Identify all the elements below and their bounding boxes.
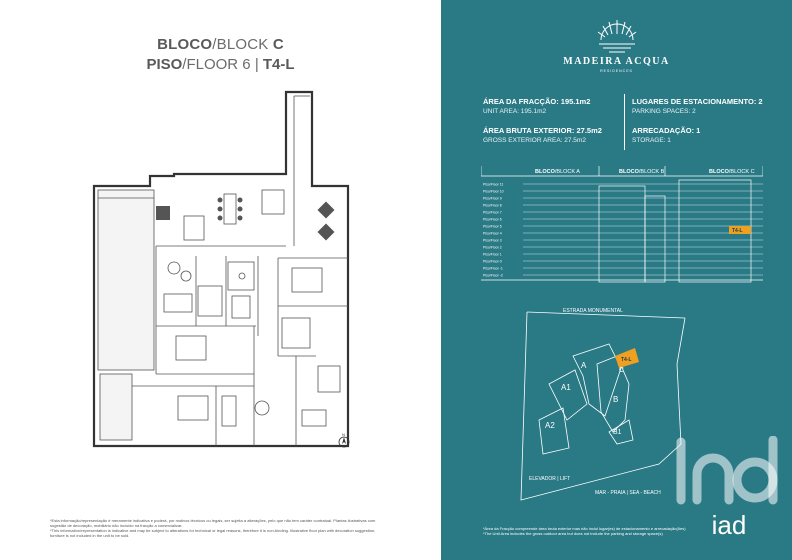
svg-text:BLOCO/BLOCK A: BLOCO/BLOCK A [535, 169, 580, 175]
brand-name: MADEIRA ACQUA [563, 56, 670, 67]
road-label: ESTRADA MONUMENTAL [563, 308, 623, 314]
unit-area-en: UNIT AREA: 195.1m2 [483, 108, 547, 115]
floor-title: PISO/FLOOR 6 | T4-L [0, 56, 441, 73]
elev-col-a-bold: BLOCO [535, 169, 556, 175]
iad-watermark-text: iad [712, 510, 747, 540]
svg-text:BLOCO/BLOCK B: BLOCO/BLOCK B [619, 169, 665, 175]
site-label-c: C [619, 367, 624, 374]
elev-floor-label: Piso/Floor 10 [483, 190, 504, 194]
parking-pt: LUGARES DE ESTACIONAMENTO: 2 [632, 97, 763, 106]
elev-floor-label: Piso/Floor 8 [483, 204, 502, 208]
unit-area-pt: ÁREA DA FRACÇÃO: 195.1m2 [483, 97, 591, 106]
elev-floor-label: Piso/Floor -2 [483, 274, 503, 278]
floor-label-pt: PISO [146, 56, 183, 73]
block-label-pt: BLOCO [157, 36, 213, 53]
elev-floor-label: Piso/Floor 7 [483, 211, 502, 215]
parking-spec: LUGARES DE ESTACIONAMENTO: 2 PARKING SPA… [632, 97, 763, 115]
elev-floor-label: Piso/Floor 11 [483, 183, 503, 187]
beach-label: MAR - PRAIA | SEA - BEACH [595, 490, 661, 496]
svg-text:BLOCO/BLOCK C: BLOCO/BLOCK C [709, 169, 755, 175]
storage-en: STORAGE: 1 [632, 137, 671, 144]
info-panel: MADEIRA ACQUA RESIDENCES ÁREA DA FRACÇÃO… [441, 0, 792, 560]
storage-pt: ARRECADAÇÃO: 1 [632, 126, 701, 135]
floor-label-en: /FLOOR 6 | [182, 56, 263, 73]
elev-unit-tag: T4-L [732, 228, 743, 234]
elev-unit-highlight [729, 226, 751, 234]
left-disclaimer: *Esta informação/representação é meramen… [50, 518, 390, 538]
elev-floor-label: Piso/Floor 6 [483, 218, 502, 222]
gross-exterior-pt: ÁREA BRUTA EXTERIOR: 27.5m2 [483, 126, 602, 135]
floor-plan-drawing: N [92, 90, 350, 448]
elev-col-c-bold: BLOCO [709, 169, 730, 175]
elev-col-b-bold: BLOCO [619, 169, 640, 175]
site-label-a1: A1 [561, 383, 571, 392]
site-label-b: B [613, 395, 618, 404]
elev-floor-label: Piso/Floor 4 [483, 232, 502, 236]
north-label: N [342, 432, 345, 437]
elev-floor-label: Piso/Floor 9 [483, 197, 502, 201]
floorplan-panel: BLOCO/BLOCK C PISO/FLOOR 6 | T4-L [0, 36, 441, 538]
spec-divider [624, 94, 625, 150]
site-unit-highlight [615, 348, 639, 368]
lift-label: ELEVADOR | LIFT [529, 476, 570, 482]
site-plan: ESTRADA MONUMENTAL A A1 A2 B B1 C T4-L E… [520, 308, 686, 501]
right-disclaimer: *Área da Fracção compreende área bruta e… [483, 526, 773, 536]
elev-col-b-rest: /BLOCK B [639, 169, 665, 175]
right-disclaimer-en: *The Unit Area includes the gross outdoo… [483, 531, 663, 536]
block-label-en: /BLOCK [212, 36, 273, 53]
elev-floor-label: Piso/Floor -1 [483, 267, 503, 271]
unit-type: T4-L [262, 56, 295, 73]
block-letter: C [272, 36, 284, 53]
sunrise-logo-icon [441, 18, 792, 58]
gross-exterior-en: GROSS EXTERIOR AREA: 27.5m2 [483, 137, 586, 144]
elev-floor-label: Piso/Floor 3 [483, 239, 502, 243]
left-disclaimer-pt: *Esta informação/representação é meramen… [50, 518, 376, 528]
left-disclaimer-en: *This information/representation is indi… [50, 528, 376, 538]
site-label-a2: A2 [545, 421, 555, 430]
storage-spec: ARRECADAÇÃO: 1 STORAGE: 1 [632, 126, 700, 144]
brand-subtitle: RESIDENCES [600, 69, 633, 73]
iad-watermark-logo: iad [676, 436, 778, 540]
right-disclaimer-pt: *Área da Fracção compreende área bruta e… [483, 526, 686, 531]
building-elevation: BLOCO/BLOCK A BLOCO/BLOCK B BLOCO/BLOCK … [481, 166, 763, 283]
elev-col-a-rest: /BLOCK A [555, 169, 580, 175]
elev-floor-label: Piso/Floor 2 [483, 246, 502, 250]
parking-en: PARKING SPACES: 2 [632, 108, 696, 115]
site-label-b1: B1 [613, 429, 622, 436]
block-title: BLOCO/BLOCK C [0, 36, 441, 53]
elev-col-c-rest: /BLOCK C [729, 169, 755, 175]
site-label-a: A [581, 361, 587, 370]
gross-exterior-spec: ÁREA BRUTA EXTERIOR: 27.5m2 GROSS EXTERI… [483, 126, 602, 144]
elev-floor-label: Piso/Floor 1 [483, 253, 502, 257]
elev-floor-label: Piso/Floor 0 [483, 260, 502, 264]
elev-floor-label: Piso/Floor 5 [483, 225, 502, 229]
site-unit-tag: T4-L [621, 357, 632, 363]
unit-area-spec: ÁREA DA FRACÇÃO: 195.1m2 UNIT AREA: 195.… [483, 97, 590, 115]
